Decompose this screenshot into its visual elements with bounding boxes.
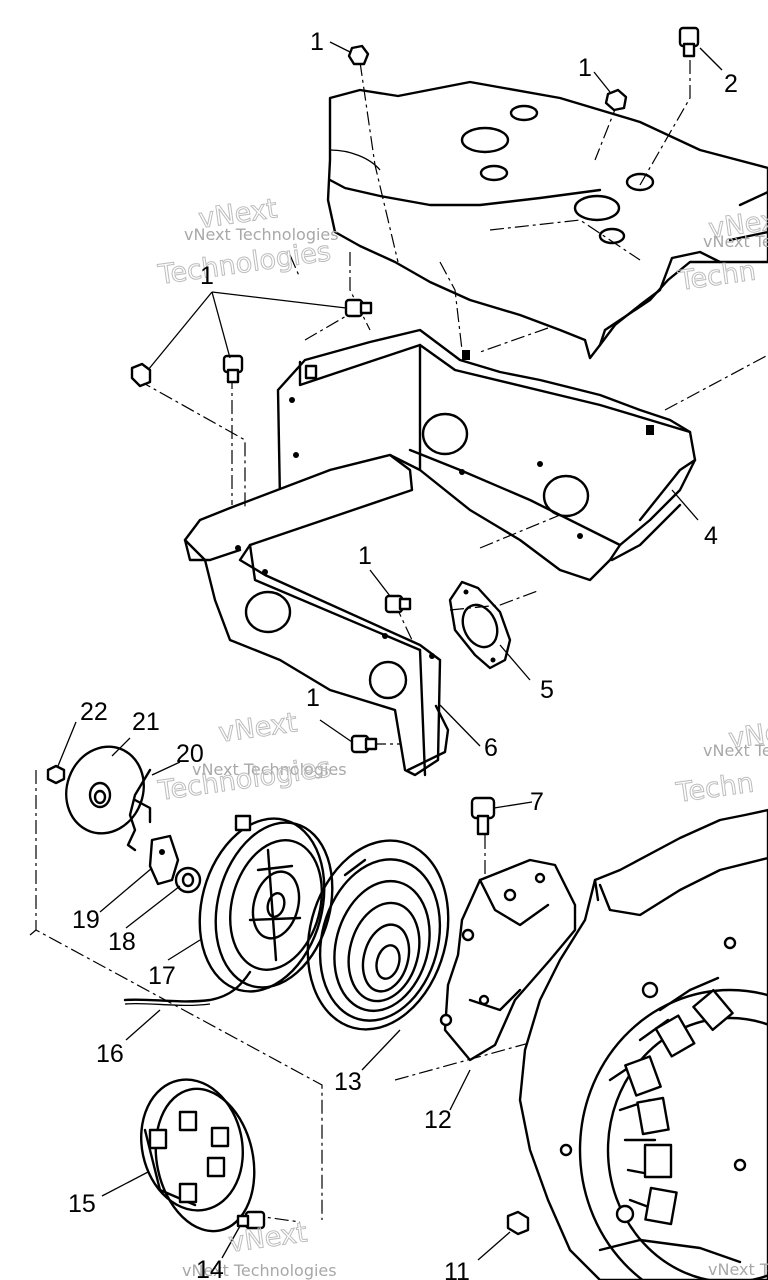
watermark-text: vNext Te [703,232,768,251]
top-shield-plate [326,80,768,360]
bolt-icon [384,594,412,614]
callout-label: 1 [358,542,372,570]
nut-icon [506,1210,530,1236]
callout-label: 1 [310,28,324,56]
bolt-icon [678,26,700,58]
callout-label: 1 [306,684,320,712]
nut-icon [46,764,66,785]
nut-icon [130,362,152,388]
callout-label: 7 [530,788,544,816]
nut-icon [604,88,628,112]
watermark-text: Technologies [156,236,333,291]
watermark-1: vNext vNext Technologies Technologies [155,193,339,292]
callout-label: 19 [72,906,100,934]
callout-label: 17 [148,962,176,990]
bolt-icon [350,734,378,754]
callout-label: 18 [108,928,136,956]
callout-label: 14 [196,1256,224,1280]
callout-label: 21 [132,708,160,736]
watermark-text: vNext Technologies [184,225,339,244]
callout-label: 12 [424,1106,452,1134]
watermark-text: vNext [217,707,299,749]
bolt-icon [222,354,244,384]
callout-label: 2 [724,70,738,98]
watermark-text: Techn [676,255,758,297]
callout-label: 13 [334,1068,362,1096]
starter-cup [140,1078,256,1233]
watermark-6: vNext Te [708,1260,768,1279]
callout-label: 20 [176,740,204,768]
callout-label: 1 [578,54,592,82]
starter-case-bracket [439,858,577,1062]
cover-disc [65,745,145,835]
recoil-spring [306,839,450,1031]
callout-label: 4 [704,522,718,550]
starter-pulley [198,814,334,993]
main-housing [276,328,697,582]
bolt-icon [470,796,496,836]
watermark-text: vNext Technologies [192,760,347,779]
callout-label: 6 [484,734,498,762]
callout-label: 5 [540,676,554,704]
bolt-icon [236,1210,266,1230]
callout-label: 15 [68,1190,96,1218]
leader-lines [57,41,723,1261]
watermark-text: Techn [674,767,756,809]
starter-rope [123,970,252,1007]
lower-bracket-panel [183,453,450,777]
callout-label: 11 [444,1258,470,1280]
watermark-text: vNext Te [703,741,768,760]
fan-shroud [518,808,768,1280]
watermark-text: vNext Te [708,1260,768,1279]
nut-icon [347,44,370,66]
spring-clip [126,768,152,852]
watermark-4: vNext vNext Te Techn [673,713,768,810]
watermark-text: vNext Technologies [182,1261,337,1280]
callouts: 1 1 2 1 4 1 5 1 6 22 21 20 7 19 18 17 16… [68,28,738,1280]
bolt-icon [344,298,373,318]
callout-label: 16 [96,1040,124,1068]
collar [174,866,202,894]
gasket [448,580,512,670]
callout-label: 22 [80,698,108,726]
pawl [148,834,180,886]
callout-label: 1 [200,262,214,290]
